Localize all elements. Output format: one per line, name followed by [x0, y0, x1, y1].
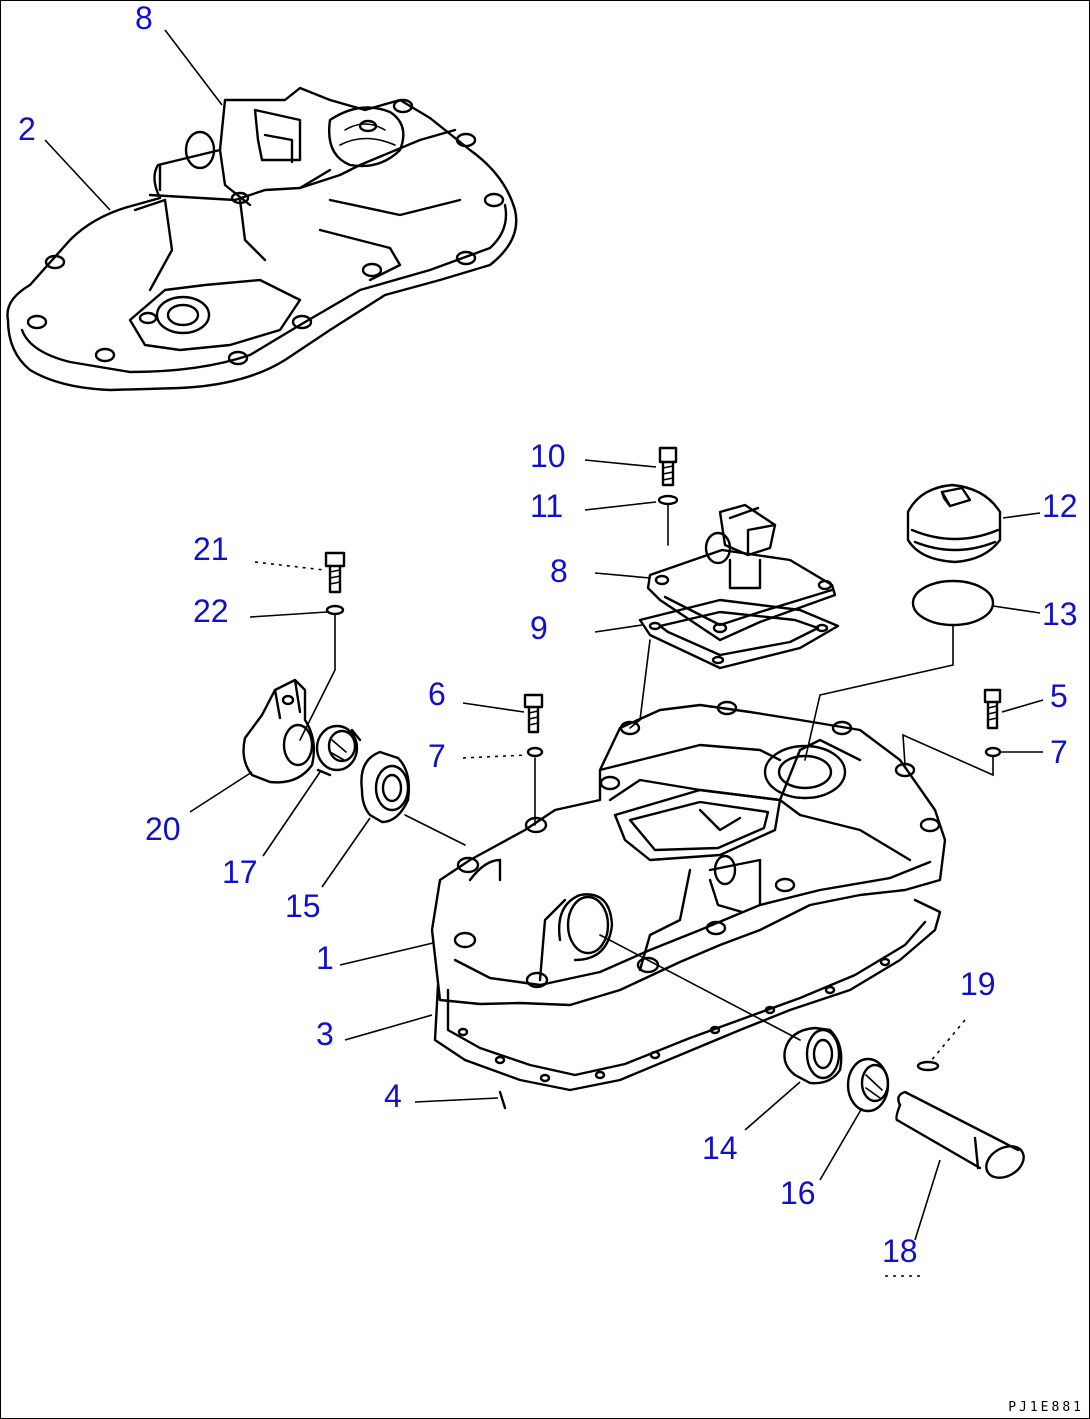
callout-17: 16 [780, 1175, 816, 1211]
callout-7-right: 7 [1050, 734, 1068, 770]
callout-18: 17 [222, 854, 258, 890]
o-ring-part-14 [911, 579, 995, 627]
bolt-part-5 [983, 688, 1002, 730]
callout-14: 13 [1042, 596, 1078, 632]
breather-gasket-part-10 [638, 598, 840, 670]
bushing-part-18 [315, 724, 362, 777]
gasket-part-3 [433, 898, 942, 1092]
callout-8: 8 [550, 553, 568, 589]
callout-3: 3 [316, 1016, 334, 1052]
snap-ring-part-20 [916, 1060, 940, 1072]
callout-16: 15 [285, 888, 321, 924]
lever-part-21 [242, 678, 316, 784]
callout-10: 9 [530, 610, 548, 646]
callout-13: 12 [1042, 488, 1078, 524]
callout-1: 1 [316, 940, 334, 976]
callout-9: 8 [135, 0, 153, 36]
callout-20: 19 [960, 966, 996, 1002]
shaft-part-19 [895, 1090, 1025, 1179]
bolt-part-6 [523, 693, 544, 734]
main-cover-part-1 [430, 700, 947, 1007]
oil-seal-part-17 [846, 1057, 890, 1113]
callout-7-left: 7 [428, 738, 446, 774]
bearing-part-15 [783, 1026, 843, 1085]
callout-19: 18 [882, 1233, 918, 1269]
callout-6: 6 [428, 676, 446, 712]
callout-11: 10 [530, 438, 566, 474]
breather-cover-part-8 [646, 503, 837, 642]
washer-part-12 [657, 494, 679, 506]
bearing-part-16 [360, 750, 411, 824]
bolt-part-22 [324, 551, 346, 594]
callout-21: 20 [145, 811, 181, 847]
washer-part-7-right [984, 746, 1002, 758]
washer-part-23 [325, 604, 345, 616]
alignment-lines [299, 504, 994, 1041]
callout-15: 14 [702, 1130, 738, 1166]
bolt-part-11 [658, 446, 678, 487]
assembled-cover-view [6, 86, 518, 392]
callout-23: 22 [193, 593, 229, 629]
leader-lines [44, 29, 1044, 1277]
dowel-pin-part-4 [498, 1090, 507, 1110]
callout-4: 4 [384, 1078, 402, 1114]
callout-22: 21 [193, 531, 229, 567]
callout-12: 11 [530, 488, 564, 524]
drawing-code: PJ1E881 [1008, 1400, 1084, 1415]
cap-part-13 [906, 483, 1002, 564]
washer-part-7-left [526, 746, 544, 758]
callout-2: 2 [18, 111, 36, 147]
callout-5: 5 [1050, 678, 1068, 714]
